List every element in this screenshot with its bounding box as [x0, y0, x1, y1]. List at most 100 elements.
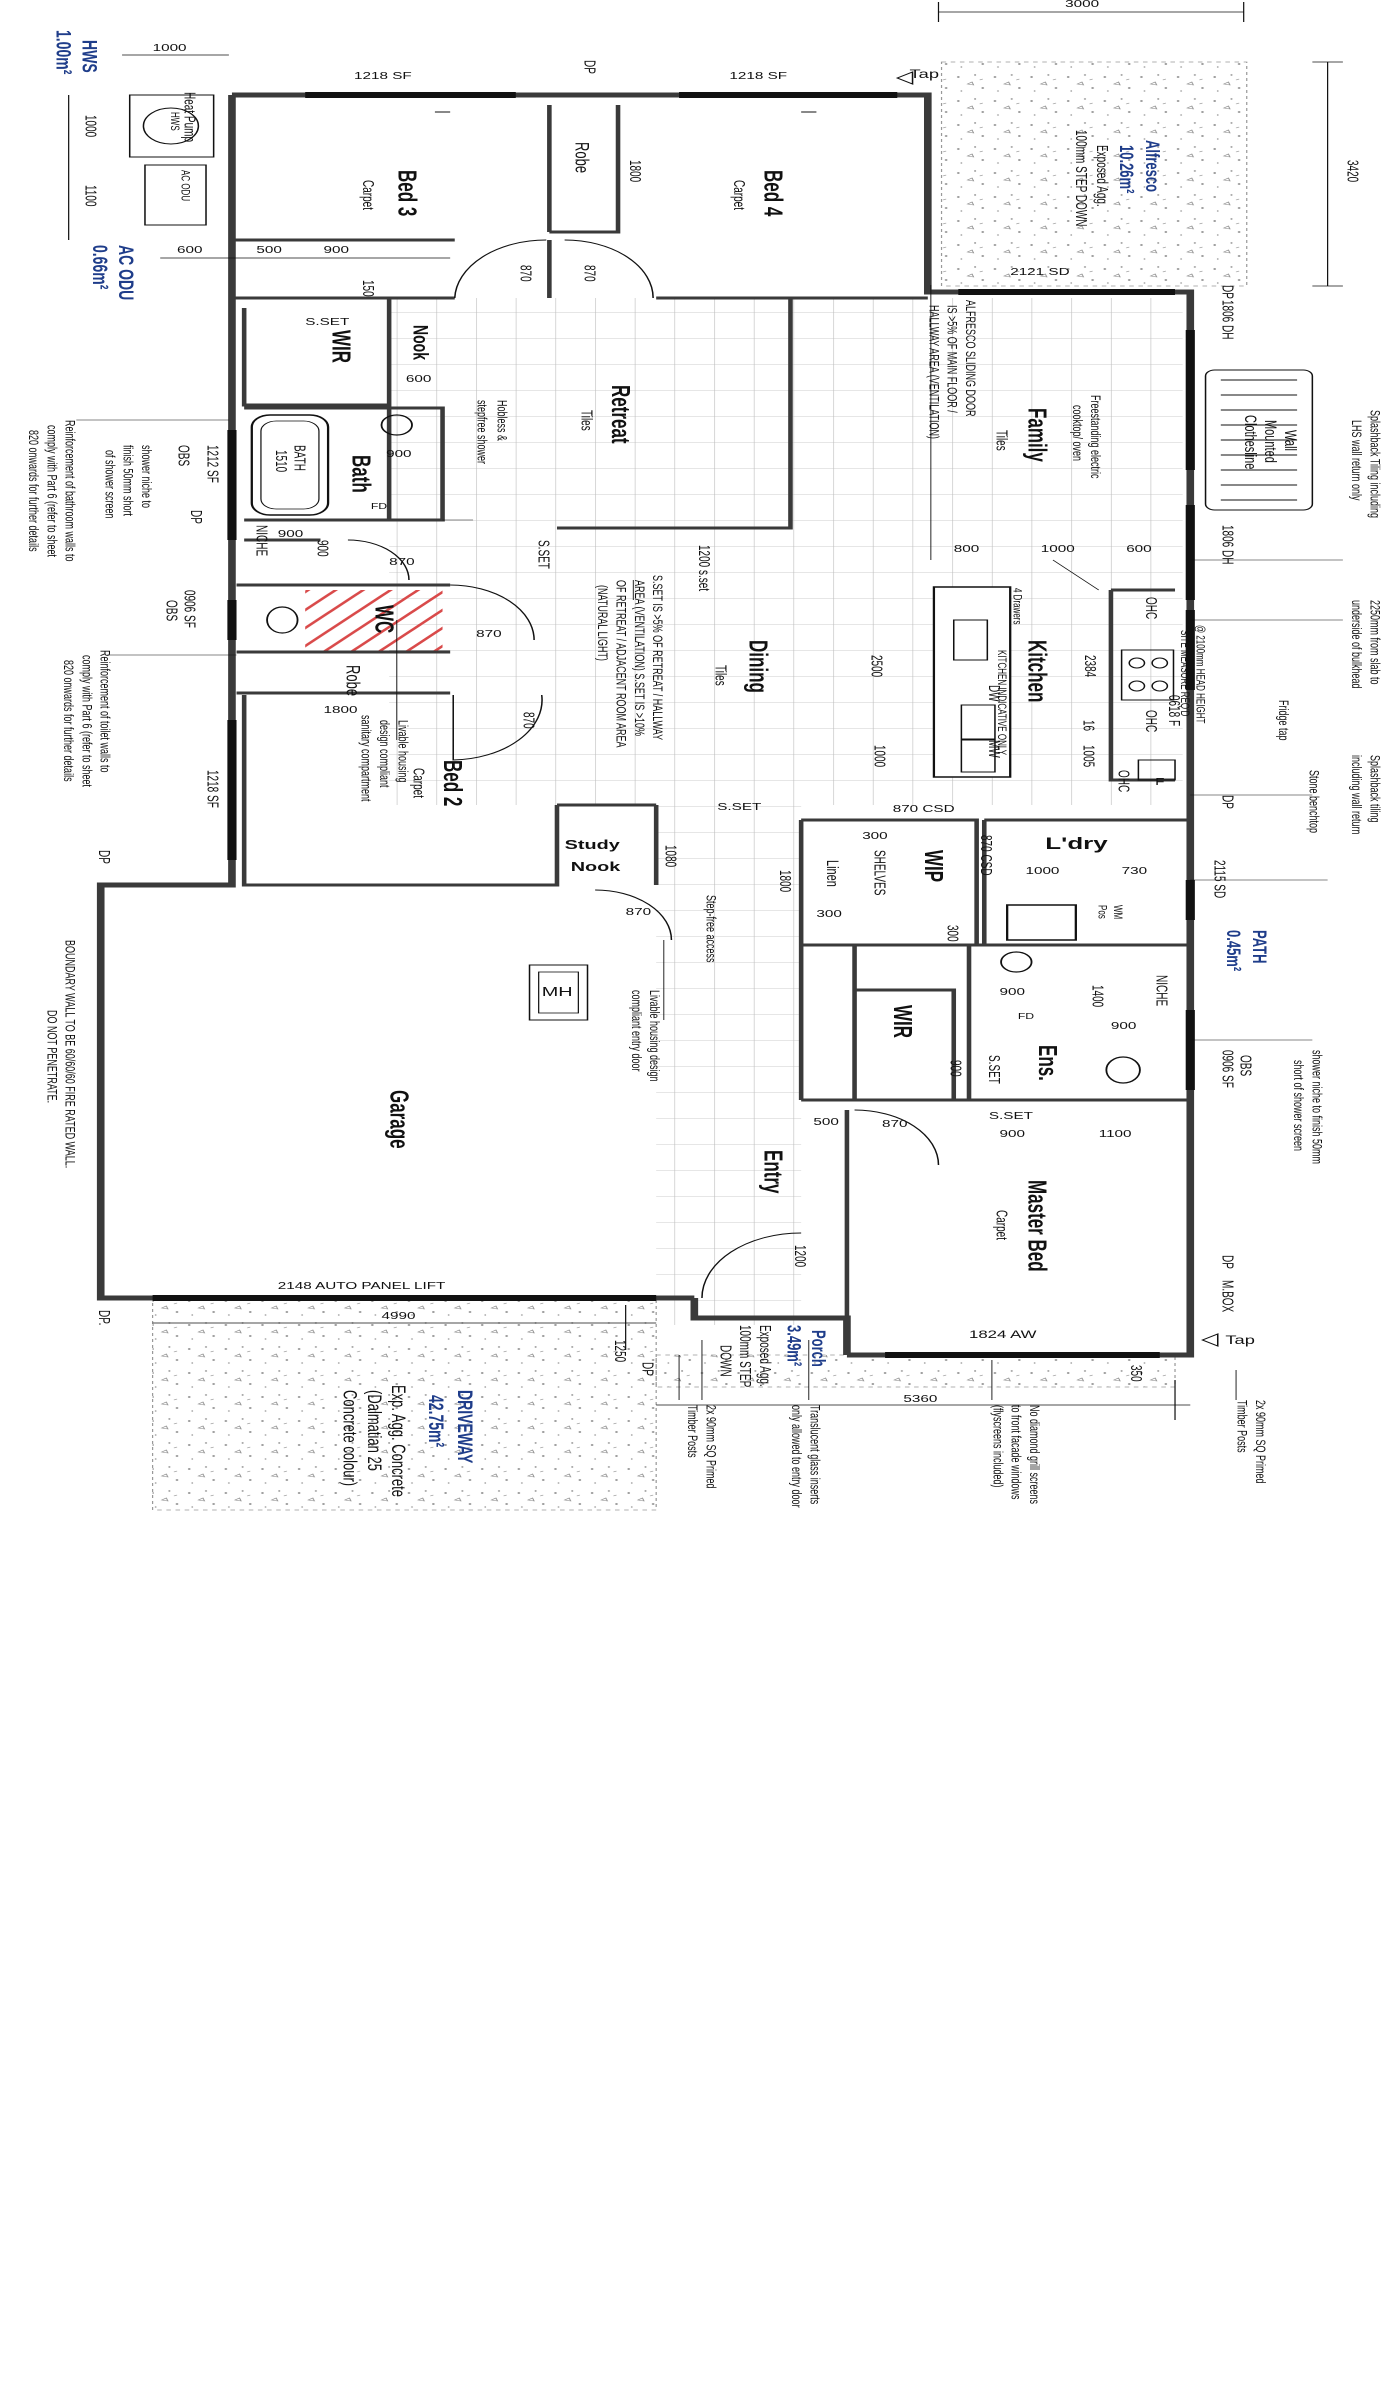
manhole-box	[528, 964, 589, 1021]
hws-name: HWS	[77, 40, 103, 73]
note-livable-wc-3: sanitary compartment	[358, 715, 374, 802]
note-stepfree: Step-free access	[703, 895, 719, 963]
note-splash2-1: Splashback tiling	[1367, 755, 1383, 823]
note-posts-left-1: 2x 90mm SQ Primed	[703, 1405, 719, 1489]
dim-1000-top: 1000	[152, 43, 187, 54]
dp-porch: DP	[637, 1362, 655, 1376]
window-family-bottom: 1806 DH	[1217, 525, 1235, 565]
path-area: 0.45m²	[1222, 930, 1246, 972]
note-reinf-bath-2: comply with Part 6 (refer to sheet	[44, 425, 60, 558]
dim-600-side: 600	[177, 245, 203, 256]
dim-3420: 3420	[1342, 160, 1360, 183]
room-retreat-finish: Tiles	[576, 410, 594, 431]
cooktop	[1120, 649, 1175, 701]
ohc-1: OHC	[1141, 597, 1159, 620]
room-wir-master: WIR	[888, 1005, 918, 1039]
head-height: @ 2100mm HEAD HEIGHT	[1193, 625, 1208, 724]
bath-tub-size: 1510	[271, 450, 289, 473]
dim-870-entry: 870	[882, 1119, 908, 1130]
dp-family: DP	[1217, 285, 1235, 299]
dim-300-c: 300	[943, 925, 960, 942]
note-glass-2: only allowed to entry door	[788, 1405, 805, 1508]
note-cooktop-2: cooktop/ oven	[1069, 405, 1085, 462]
ac-odu-area: 0.66m²	[88, 245, 113, 290]
note-hobless-2: stepfree shower	[474, 400, 490, 465]
room-bath-name: Bath	[346, 455, 376, 493]
dim-500-entry: 500	[813, 1117, 839, 1128]
door-swings	[347, 239, 940, 1299]
driveway-line1: Exp. Agg. Concrete	[387, 1385, 411, 1498]
dim-1100-mast: 1100	[1098, 1129, 1132, 1140]
kitchen-indicative: KITCHEN INDICATIVE ONLY	[994, 650, 1009, 756]
toilet-wc	[266, 606, 299, 634]
garage-door: 2148 AUTO PANEL LIFT	[277, 1281, 446, 1292]
note-shower-niche-1: shower niche to	[138, 445, 155, 509]
ohc-3: OHC	[1113, 770, 1131, 793]
sset-master: S.SET	[988, 1111, 1033, 1122]
dim-870-study: 870	[625, 907, 652, 918]
note-hobless-1: Hobless &	[494, 400, 510, 442]
note-reinf-bath-1: Reinforcement of bathroom walls to	[62, 420, 78, 562]
driveway-area: 42.75m²	[424, 1395, 449, 1448]
dim-870-wc: 870	[476, 629, 502, 640]
path-name: PATH	[1248, 930, 1272, 964]
floor-drain-2: FD	[1017, 1012, 1035, 1021]
porch-finish: Exposed Agg.	[755, 1325, 773, 1387]
tap-bottom-icon	[1201, 1333, 1219, 1347]
dim-870-bed3: 870	[515, 265, 533, 282]
dp-garage: DP.	[94, 1310, 112, 1326]
dim-1200-entry: 1200	[790, 1245, 808, 1268]
obs-ens: OBS	[1236, 1055, 1253, 1077]
dim-1080: 1080	[660, 845, 678, 868]
mbox: M.BOX	[1217, 1280, 1235, 1313]
dim-900-niche-a: 900	[277, 529, 304, 540]
room-dining-finish: Tiles	[711, 665, 728, 686]
hws-box	[128, 94, 215, 158]
note-bulkhead-1: 2250mm from slab to	[1367, 600, 1383, 685]
basin-ens	[1000, 951, 1033, 973]
floor-drain-1: FD	[370, 502, 388, 511]
note-splash-1: Splashback Tiling including	[1367, 410, 1383, 519]
porch-slab	[655, 1354, 1176, 1388]
tap-top: Tap	[909, 67, 940, 81]
note-bulkhead-2: underside of bulkhead	[1348, 600, 1365, 689]
hws-area: 1.00m²	[51, 30, 77, 75]
note-livable-wc-2: design compliant	[376, 720, 393, 788]
basin-bath	[380, 414, 413, 436]
room-retreat-name: Retreat	[605, 385, 635, 444]
dp-left: DP	[94, 850, 112, 864]
dim-900-bath: 900	[386, 449, 412, 460]
room-robe-bed2: Robe	[341, 665, 365, 697]
driveway-line3: Concrete colour)	[338, 1390, 362, 1487]
note-clothesline-2: Mounted	[1260, 420, 1279, 463]
note-sset-3: OF RETREAT / ADJACENT ROOM AREA	[613, 580, 629, 748]
alfresco-step: 100mm STEP DOWN	[1071, 130, 1089, 227]
sset-hall: S.SET	[534, 540, 551, 569]
note-reinf-wc-1: Reinforcement of toilet walls to	[97, 650, 113, 773]
note-diamond-2: to front facade windows	[1008, 1405, 1024, 1500]
dim-800-kit: 800	[953, 544, 980, 555]
washing-machine-pos: Pos	[1095, 905, 1110, 919]
dim-600-kit: 600	[1126, 544, 1152, 555]
note-shower-niche-3: of shower screen	[102, 450, 118, 519]
window-marks	[152, 92, 1195, 1358]
note-clothesline-1: Wall	[1280, 430, 1299, 451]
room-wc-name: WC	[369, 605, 399, 634]
fridge-label: F	[1155, 777, 1165, 788]
note-boundary-2: DO NOT PENETRATE.	[44, 1010, 60, 1104]
dim-1000-kit: 1000	[1040, 544, 1075, 555]
dim-600-nook: 600	[405, 374, 432, 385]
dim-730: 730	[1121, 866, 1148, 877]
alfresco-area: 10.26m²	[1115, 145, 1139, 194]
porch-area: 3.49m²	[782, 1325, 806, 1367]
note-sset-2: AREA (VENTILATION) S.SET IS >10%	[631, 580, 648, 736]
wip-csd-2: 870 CSD	[976, 835, 994, 876]
dim-1800-robe: 1800	[625, 160, 643, 183]
note-glass-1: Translucent glass inserts	[807, 1405, 823, 1505]
dim-350: 350	[1126, 1365, 1143, 1382]
dim-300-a: 300	[862, 831, 888, 842]
dim-1800-bed2: 1800	[323, 705, 358, 716]
heat-pump: Heat Pump	[180, 92, 197, 143]
dim-1100-side: 1100	[80, 185, 98, 207]
